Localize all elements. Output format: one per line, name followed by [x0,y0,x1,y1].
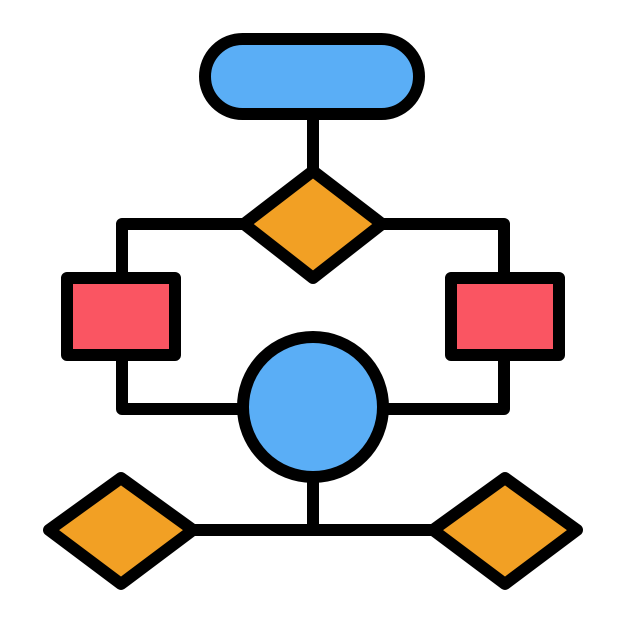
decision-diamond-top [238,165,388,284]
process-box-left [61,272,181,361]
decision-diamond-bottom-left [43,472,199,590]
line-left-process-to-circle [116,349,249,415]
connector-lines [116,108,510,536]
terminator-shape [199,33,425,120]
line-decision-to-right-process [376,218,510,284]
line-right-process-to-circle [377,349,510,415]
line-decision-to-left-process [116,218,250,284]
process-box-right [445,272,565,361]
decision-diamond-bottom-right [427,472,583,590]
connector-circle [237,331,389,483]
